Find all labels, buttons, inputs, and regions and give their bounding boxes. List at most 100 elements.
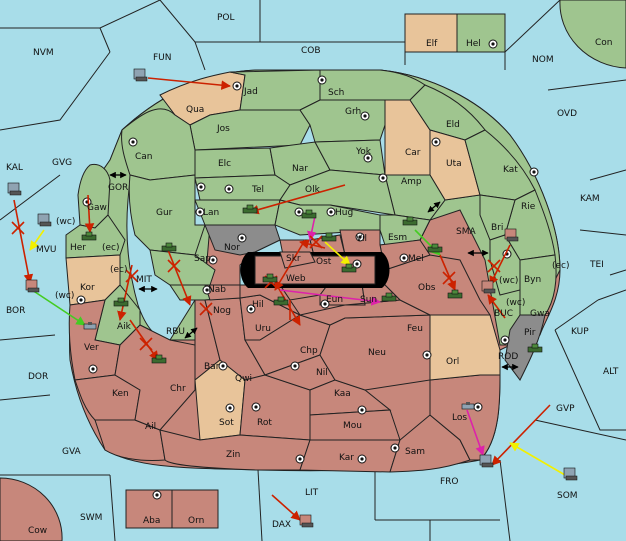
label-obs: Obs <box>418 283 436 293</box>
province-uta[interactable] <box>429 129 481 201</box>
ship-icon[interactable] <box>479 454 494 468</box>
label-sun: Sun <box>360 295 377 305</box>
tank-icon[interactable] <box>427 243 443 253</box>
island-cow[interactable] <box>0 477 63 541</box>
ship-icon[interactable] <box>83 322 97 330</box>
province-grh[interactable] <box>299 99 386 143</box>
tank-icon[interactable] <box>151 354 167 364</box>
ship-icon[interactable] <box>481 280 496 294</box>
coast-tag-buc: (wc) <box>499 276 518 286</box>
label-feu: Feu <box>407 324 423 334</box>
label-elc: Elc <box>218 159 231 169</box>
tank-icon[interactable] <box>273 296 289 306</box>
label-zin: Zin <box>226 450 240 460</box>
label-nog: Nog <box>213 306 231 316</box>
province-elf[interactable] <box>404 13 458 53</box>
coast-tags: (wc) (ec) (ec) (wc) (ec) (wc) (wc) <box>55 217 570 308</box>
ship-icon[interactable] <box>299 514 314 528</box>
sea-label-mvu: MVU <box>36 245 57 255</box>
label-hug: Hug <box>335 208 353 218</box>
label-mou: Mou <box>343 421 362 431</box>
label-chp: Chp <box>300 346 318 356</box>
label-nar: Nar <box>292 164 308 174</box>
province-kaa[interactable] <box>309 379 392 416</box>
sea-label-gvg: GVG <box>52 158 72 168</box>
province-tel[interactable] <box>194 174 291 201</box>
sea-label-dax: DAX <box>272 520 291 530</box>
province-hel[interactable] <box>456 13 506 53</box>
label-chr: Chr <box>170 384 186 394</box>
ship-icon[interactable] <box>37 213 52 227</box>
label-car: Car <box>405 148 421 158</box>
sea-label-nom: NOM <box>532 55 554 65</box>
red-provinces <box>74 224 501 473</box>
tank-icon[interactable] <box>341 263 357 273</box>
label-jad: Jad <box>243 87 258 97</box>
label-kor: Kor <box>80 283 95 293</box>
label-mel: Mel <box>408 254 424 264</box>
ship-icon[interactable] <box>133 68 148 82</box>
sea-label-gva: GVA <box>62 447 82 457</box>
failed-order-marks <box>11 221 501 351</box>
sea-label-kal: KAL <box>6 163 23 173</box>
label-hil: Hil <box>252 300 264 310</box>
label-ail: Ail <box>145 422 156 432</box>
label-qua: Qua <box>186 105 204 115</box>
label-rie: Rie <box>521 202 536 212</box>
ship-icon[interactable] <box>25 279 40 293</box>
label-grh: Grh <box>345 107 361 117</box>
label-vil: Vil <box>356 234 367 244</box>
tank-icon[interactable] <box>447 289 463 299</box>
label-gaw: Gaw <box>87 203 107 213</box>
label-sot: Sot <box>219 418 234 428</box>
ship-icon[interactable] <box>563 467 578 481</box>
label-uru: Uru <box>255 324 271 334</box>
province-labels: Elf Hel Jad Sch Qua Jos Grh Can Elc Nar … <box>70 39 550 526</box>
label-ost: Ost <box>316 257 332 267</box>
sea-label-cow: Cow <box>28 526 47 536</box>
ship-icon[interactable] <box>7 182 22 196</box>
label-byn: Byn <box>524 275 541 285</box>
tank-icon[interactable] <box>242 204 258 214</box>
sea-label-pol: POL <box>217 13 235 23</box>
label-elf: Elf <box>426 39 438 49</box>
ship-icon[interactable] <box>504 228 519 242</box>
label-olk: Olk <box>305 185 321 195</box>
province-elc[interactable] <box>194 147 276 179</box>
tank-icon[interactable] <box>381 292 397 302</box>
label-qwi: Qwi <box>235 374 252 384</box>
tank-icon[interactable] <box>262 273 278 283</box>
province-gur[interactable] <box>128 174 206 256</box>
province-orl[interactable] <box>429 314 501 381</box>
tank-icon[interactable] <box>161 242 177 252</box>
label-neu: Neu <box>368 348 386 358</box>
province-orn[interactable] <box>171 489 219 529</box>
tank-icon[interactable] <box>321 232 337 242</box>
sea-label-lit: LIT <box>305 488 319 498</box>
province-aba[interactable] <box>125 489 173 529</box>
sea-label-fro: FRO <box>440 477 459 487</box>
tank-icon[interactable] <box>527 343 543 353</box>
tank-icon[interactable] <box>81 231 97 241</box>
province-nog[interactable] <box>204 284 241 301</box>
tank-icon[interactable] <box>301 209 317 219</box>
sea-label-gvp: GVP <box>556 404 575 414</box>
coast-tag-gwa: (wc) <box>506 298 525 308</box>
sea-label-tei: TEI <box>589 260 604 270</box>
label-uta: Uta <box>446 159 462 169</box>
label-gur: Gur <box>156 208 173 218</box>
label-aba: Aba <box>143 516 160 526</box>
tank-icon[interactable] <box>113 297 129 307</box>
label-amp: Amp <box>401 177 422 187</box>
supply-centers <box>76 39 539 500</box>
island-con[interactable] <box>559 0 626 69</box>
label-orl: Orl <box>446 357 459 367</box>
tank-icon[interactable] <box>402 216 418 226</box>
ship-icon[interactable] <box>461 402 475 410</box>
sea-label-fun: FUN <box>153 53 172 63</box>
province-jos[interactable] <box>189 109 311 151</box>
label-los: Los <box>452 413 467 423</box>
sea-label-rbu: RBU <box>166 327 185 337</box>
sea-label-sma: SMA <box>456 227 476 237</box>
